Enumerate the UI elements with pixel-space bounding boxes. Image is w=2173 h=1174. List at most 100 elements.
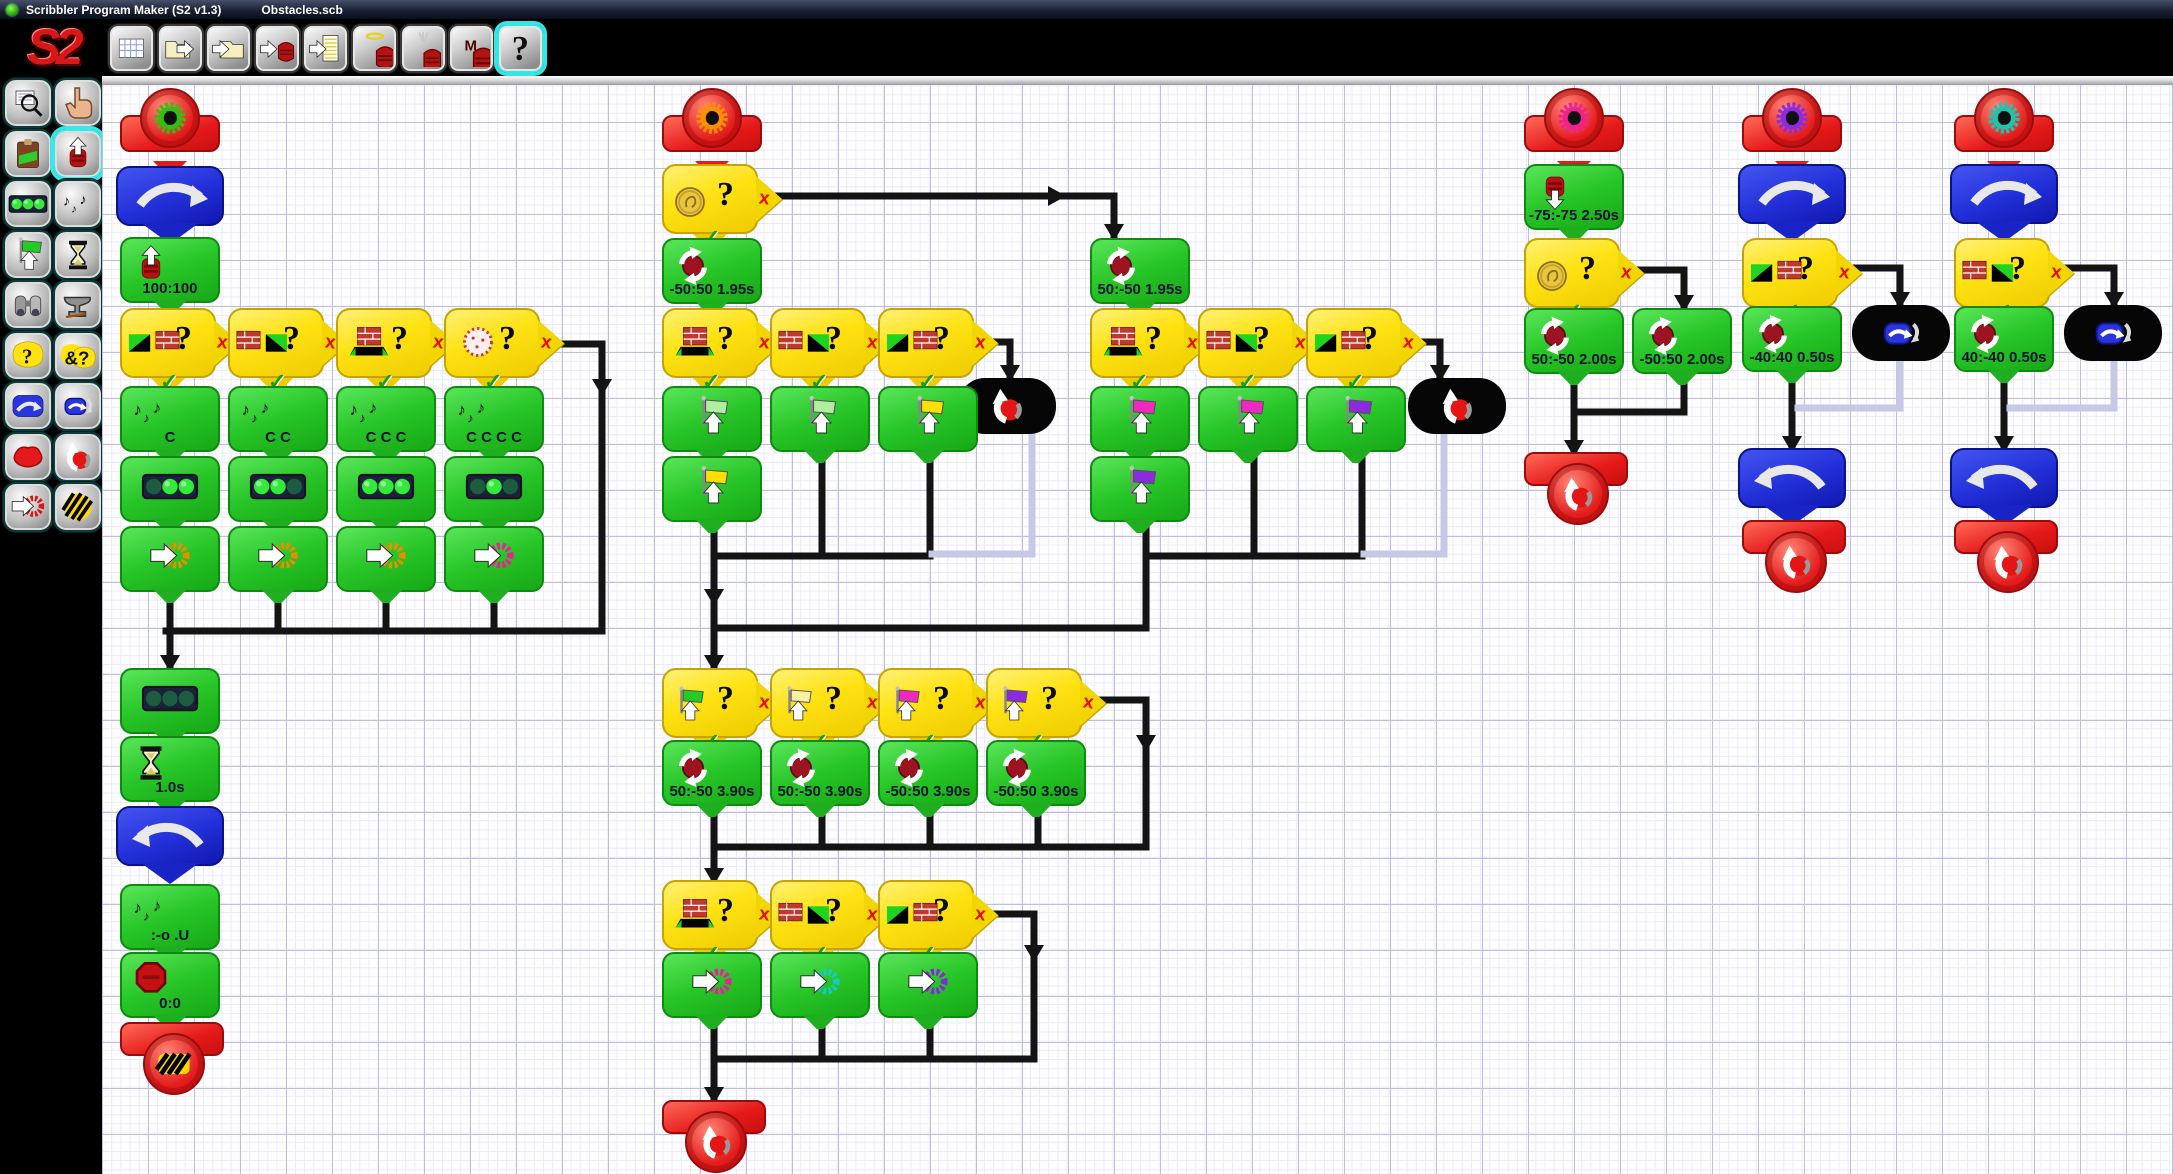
p1-gear-4[interactable] [444,526,544,603]
p2-r-flag-4[interactable] [1090,456,1190,533]
music-tool[interactable]: ♪♪♪ [53,179,103,229]
p1-play-notes-1[interactable]: ♪♪♪C [120,386,220,463]
robot-reset-button[interactable] [351,24,398,73]
p2-l-flag-3[interactable] [878,386,978,463]
worksheet-tool[interactable] [3,128,53,179]
p2-motor-fp[interactable]: -50:50 3.90s [986,740,1086,817]
p4-turn-right[interactable] [1738,164,1846,242]
p1-led-1[interactable] [120,456,220,533]
p1-led-3[interactable] [336,456,436,533]
move-robot-tool[interactable] [53,128,103,179]
zoom-tool[interactable] [3,78,53,128]
p2-r-if-obstacle-1[interactable]: ? x ✓ [1090,308,1210,394]
p2-l-flag-1[interactable] [662,386,762,463]
p1-led-off[interactable] [120,668,220,745]
p2-if-flag-green[interactable]: ? x ✓ [662,668,782,754]
p4-turn-left[interactable] [1738,448,1846,526]
p2-motor-right[interactable]: 50:-50 1.95s [1090,238,1190,315]
p2-l-if-obstacle-2[interactable]: ? x ✓ [770,308,890,394]
pointer-tool[interactable] [53,78,103,128]
p2-r-flag-3[interactable] [1306,386,1406,463]
p2-end-loop[interactable] [662,1100,766,1173]
p2-motor-left[interactable]: -50:50 1.95s [662,238,762,315]
p1-if-obstacle-4[interactable]: ? x ✓ [444,308,564,394]
p2-start[interactable] [662,88,762,175]
p1-play-notes-3[interactable]: ♪♪♪C C C [336,386,436,463]
loop-exit-tool[interactable] [53,381,103,431]
p2-b-if-obstacle-2[interactable]: ? x ✓ [770,880,890,966]
open-file-button[interactable] [156,24,204,73]
p1-if-obstacle-2[interactable]: ? x ✓ [228,308,348,394]
p2-if-flag-yellow[interactable]: ? x ✓ [770,668,890,754]
p2-l-flag-4[interactable] [662,456,762,533]
p1-gear-3[interactable] [336,526,436,603]
p3-end-loop[interactable] [1524,452,1628,525]
p2-if-coin[interactable]: ? x ✓ [662,164,782,250]
p2-r-if-obstacle-3[interactable]: ? x ✓ [1306,308,1426,394]
p3-if-coin[interactable]: ? x ✓ [1524,238,1644,324]
p2-l-if-obstacle-1[interactable]: ? x ✓ [662,308,782,394]
p3-spin-right[interactable]: 50:-50 2.00s [1524,308,1624,385]
p2-r-restart-jump[interactable] [1408,378,1506,434]
p5-turn-right[interactable] [1950,164,2058,242]
multi-if-tool[interactable]: &? [53,330,103,381]
p2-b-gear-1[interactable] [662,952,762,1029]
if-tool[interactable]: ? [3,330,53,381]
p2-b-gear-3[interactable] [878,952,978,1029]
p2-l-if-obstacle-3[interactable]: ? x ✓ [878,308,998,394]
p1-turn-right[interactable] [116,166,224,244]
p4-exit-jump[interactable] [1852,305,1950,361]
utility-tool[interactable] [53,280,103,330]
p5-exit-jump[interactable] [2064,305,2162,361]
help-button[interactable]: ? [496,24,544,73]
p1-led-4[interactable] [444,456,544,533]
p1-start[interactable] [120,88,220,175]
restart-tool[interactable] [53,431,103,482]
p2-b-if-obstacle-1[interactable]: ? x ✓ [662,880,782,966]
p2-if-flag-purple[interactable]: ? x ✓ [986,668,1106,754]
p1-play-tune[interactable]: ♪♪♪:-o .U [120,884,220,961]
p1-play-notes-4[interactable]: ♪♪♪C C C C [444,386,544,463]
view-code-button[interactable] [302,24,350,73]
send-to-robot-button[interactable] [253,24,301,73]
p3-start[interactable] [1524,88,1624,175]
p5-turn-left[interactable] [1950,448,2058,526]
p2-b-gear-2[interactable] [770,952,870,1029]
p2-r-flag-2[interactable] [1198,386,1298,463]
p2-l-flag-2[interactable] [770,386,870,463]
p2-if-flag-magenta[interactable]: ? x ✓ [878,668,998,754]
p4-start[interactable] [1742,88,1842,175]
p2-motor-fy[interactable]: 50:-50 3.90s [770,740,870,817]
p2-motor-fm[interactable]: -50:50 3.90s [878,740,978,817]
p5-if-obstacle[interactable]: ? x ✓ [1954,238,2074,324]
gear-send-tool[interactable] [3,482,53,532]
p1-stop-motors[interactable]: 0:0 [120,952,220,1029]
p4-spin-left[interactable]: -40:40 0.50s [1742,306,1842,383]
p3-spin-left[interactable]: -50:50 2.00s [1632,308,1732,385]
p2-r-if-obstacle-2[interactable]: ? x ✓ [1198,308,1318,394]
p1-play-notes-2[interactable]: ♪♪♪C C [228,386,328,463]
p5-start[interactable] [1954,88,2054,175]
led-tool[interactable] [3,179,53,229]
p5-end-loop[interactable] [1954,520,2058,593]
subroutine-tool[interactable] [3,431,53,482]
observe-tool[interactable] [3,280,53,330]
wait-tool[interactable] [53,229,103,280]
robot-monitor-button[interactable]: M [448,24,496,73]
save-file-button[interactable] [205,24,253,73]
p4-if-obstacle[interactable]: ? x ✓ [1742,238,1862,324]
p1-move-forward[interactable]: 100:100 [120,237,220,314]
p1-if-obstacle-1[interactable]: ? x ✓ [120,308,240,394]
program-canvas[interactable]: 100:100 ? x ✓ ? x ✓ ? x ✓ ? x ✓♪♪♪C♪♪♪C … [102,76,2173,1174]
new-worksheet-button[interactable] [108,24,155,73]
loop-start-tool[interactable] [3,381,53,431]
flag-tool[interactable] [3,229,53,280]
p1-turn-left[interactable] [116,806,224,884]
p1-end[interactable] [120,1022,224,1095]
p4-end-loop[interactable] [1742,520,1846,593]
p2-b-if-obstacle-3[interactable]: ? x ✓ [878,880,998,966]
p1-gear-2[interactable] [228,526,328,603]
end-program-tool[interactable] [53,482,103,532]
p1-wait[interactable]: 1.0s [120,736,220,813]
robot-setup-button[interactable] [399,24,447,73]
